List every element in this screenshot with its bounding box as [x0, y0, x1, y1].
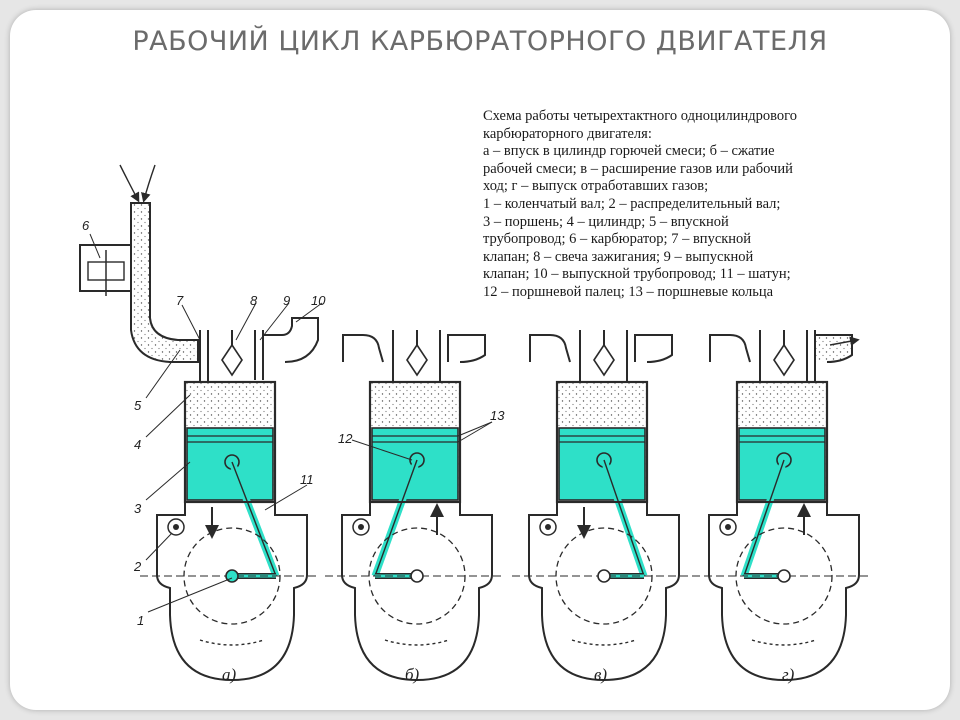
legend-line: Схема работы четырехтактного одноцилиндр… [483, 108, 797, 124]
part-label-4: 4 [134, 437, 141, 452]
diagram-legend: Схема работы четырехтактного одноцилиндр… [483, 108, 903, 302]
stage-b-compression [325, 330, 505, 682]
legend-line: трубопровод; 6 – карбюратор; 7 – впускно… [483, 231, 752, 248]
legend-line: 12 – поршневой палец; 13 – поршневые кол… [483, 283, 774, 300]
part-label-13: 13 [490, 408, 505, 423]
legend-line: а – впуск в цилиндр горючей смеси; б – с… [483, 143, 775, 160]
legend-line: 3 – поршень; 4 – цилиндр; 5 – впускной [483, 213, 729, 230]
legend-line: клапан; 8 – свеча зажигания; 9 – выпускн… [483, 248, 754, 265]
part-label-6: 6 [82, 218, 90, 233]
leader-lines [89, 233, 493, 613]
part-label-8: 8 [250, 293, 258, 308]
part-label-1: 1 [137, 613, 144, 628]
legend-line: клапан; 10 – выпускной трубопровод; 11 –… [483, 266, 791, 283]
stage-caption-a: а) [222, 665, 237, 684]
stage-a-intake [79, 164, 320, 682]
stage-caption-v: в) [594, 665, 607, 684]
part-label-12: 12 [338, 431, 353, 446]
legend-line: 1 – коленчатый вал; 2 – распределительны… [483, 195, 781, 212]
part-label-2: 2 [133, 559, 142, 574]
legend-line: карбюраторного двигателя: [483, 125, 652, 142]
part-label-9: 9 [283, 293, 290, 308]
stage-g-exhaust [692, 330, 872, 682]
stage-caption-g: г) [782, 665, 795, 684]
legend-line: ход; г – выпуск отработавших газов; [483, 178, 709, 195]
intake-pipe [130, 202, 199, 363]
slide-title: РАБОЧИЙ ЦИКЛ КАРБЮРАТОРНОГО ДВИГАТЕЛЯ [132, 26, 828, 57]
stage-v-power-stroke [512, 330, 692, 682]
part-label-5: 5 [134, 398, 142, 413]
part-label-11: 11 [300, 472, 314, 487]
stage-caption-b: б) [405, 665, 420, 684]
part-label-7: 7 [176, 293, 184, 308]
part-label-10: 10 [311, 293, 326, 308]
part-label-3: 3 [134, 501, 142, 516]
legend-line: рабочей смеси; в – расширение газов или … [483, 160, 793, 177]
